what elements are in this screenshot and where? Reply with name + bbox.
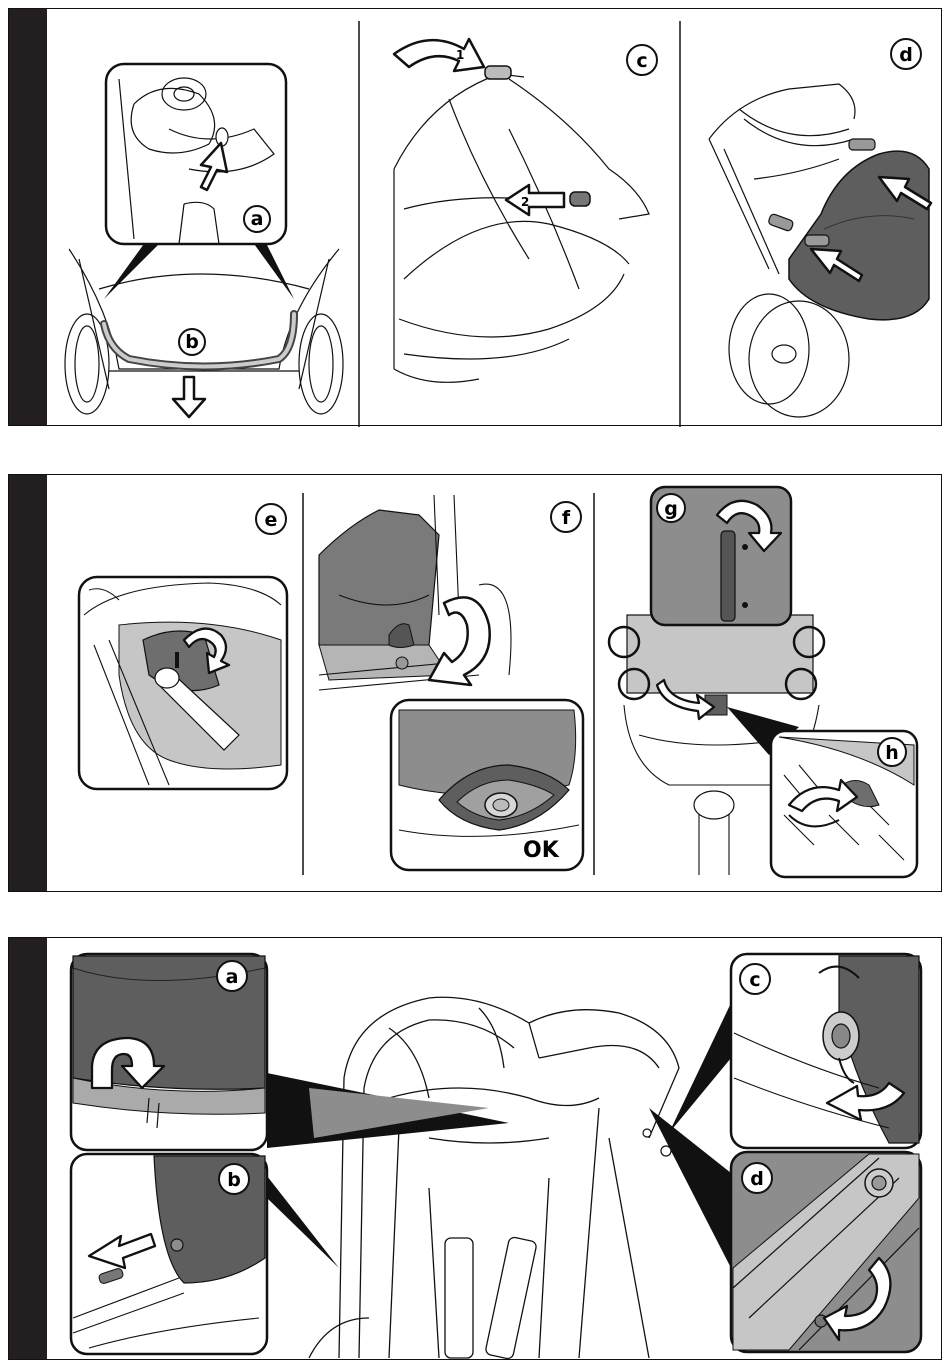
svg-text:c: c xyxy=(636,50,647,72)
step-label-a: a xyxy=(217,961,247,991)
step-label-b: b xyxy=(179,329,205,355)
step-label-e: e xyxy=(256,504,286,534)
svg-text:h: h xyxy=(885,742,899,764)
instruction-panel-1: 1 2 a b xyxy=(8,8,942,426)
instruction-panel-2: OK xyxy=(8,474,942,892)
arrow-number-2: 2 xyxy=(521,195,529,209)
curved-arrow-1 xyxy=(394,39,484,71)
svg-text:f: f xyxy=(562,507,571,529)
panel-2-illustration: OK xyxy=(9,475,943,893)
instruction-panel-3: a b c d xyxy=(8,937,942,1360)
pin-upper xyxy=(485,66,511,79)
svg-text:b: b xyxy=(185,331,199,353)
svg-text:d: d xyxy=(750,1168,764,1190)
svg-text:c: c xyxy=(749,969,760,991)
step-label-g: g xyxy=(657,494,685,522)
step-label-h: h xyxy=(878,738,906,766)
svg-text:g: g xyxy=(664,498,678,520)
step-label-a: a xyxy=(244,206,270,232)
svg-text:a: a xyxy=(226,966,239,988)
svg-text:d: d xyxy=(899,44,913,66)
scene-f: OK xyxy=(319,495,583,870)
step-label-c: c xyxy=(627,45,657,75)
panel-3-illustration: a b c d xyxy=(9,938,943,1361)
panel-1-illustration: 1 2 a b xyxy=(9,9,943,427)
inset-e xyxy=(79,577,287,789)
canopy-side-scene xyxy=(394,74,649,382)
pin-lower xyxy=(570,192,590,206)
scene-g-h xyxy=(609,487,917,877)
step-label-c: c xyxy=(740,964,770,994)
step-label-d: d xyxy=(891,39,921,69)
straight-arrow-2 xyxy=(506,185,564,215)
step-label-d: d xyxy=(742,1163,772,1193)
ok-label: OK xyxy=(523,838,560,863)
step-label-f: f xyxy=(551,502,581,532)
down-arrow xyxy=(173,377,205,417)
svg-text:b: b xyxy=(227,1169,241,1191)
rotate-arrow-f xyxy=(429,597,490,685)
svg-text:a: a xyxy=(251,208,264,230)
arrow-number-1: 1 xyxy=(456,48,464,62)
stroller-canopy-scene xyxy=(309,997,679,1358)
step-label-b: b xyxy=(219,1164,249,1194)
svg-text:e: e xyxy=(265,509,278,531)
